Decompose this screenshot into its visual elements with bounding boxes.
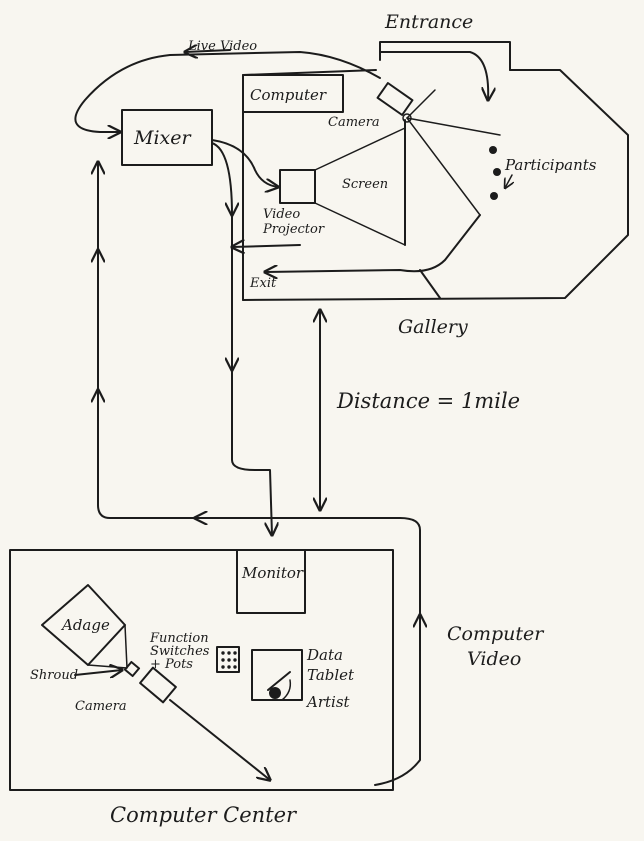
computer-video-label-2: Video <box>467 648 521 670</box>
participants-label: Participants <box>504 156 597 174</box>
video-projector-label-1: Video <box>263 207 300 222</box>
gallery-label: Gallery <box>398 316 468 338</box>
participants-dots <box>489 146 512 200</box>
data-tablet-label-2: Tablet <box>307 666 355 684</box>
adage-label: Adage <box>60 616 110 634</box>
computer-center-label: Computer Center <box>110 803 298 827</box>
data-tablet-label-1: Data <box>306 646 343 664</box>
camera-to-computer-video <box>169 699 270 780</box>
mixer-label: Mixer <box>133 127 192 149</box>
video-projector-label-2: Projector <box>262 222 325 237</box>
video-projector-icon <box>279 169 316 204</box>
entrance-label: Entrance <box>384 11 473 33</box>
live-video-label: Live Video <box>187 39 257 54</box>
distance-label: Distance = 1mile <box>336 389 520 413</box>
computer-center-outline <box>9 549 394 791</box>
function-label-3: + Pots <box>150 657 193 672</box>
center-camera-icon <box>123 660 177 704</box>
projector-beam <box>314 127 406 246</box>
gallery-computer-box <box>242 74 344 113</box>
gallery-camera-icon <box>376 82 414 123</box>
center-camera-label: Camera <box>75 699 127 714</box>
function-switches-icon <box>216 646 240 673</box>
computer-video-path <box>98 162 420 786</box>
monitor-label: Monitor <box>241 564 304 582</box>
exit-label: Exit <box>249 276 277 291</box>
gallery-outline <box>242 69 629 301</box>
mixer-to-monitor <box>211 142 272 535</box>
camera-view-lines <box>406 89 501 216</box>
screen-label: Screen <box>342 177 388 192</box>
function-label-1: Function <box>149 631 209 646</box>
computer-video-label-1: Computer <box>447 623 545 645</box>
function-label-2: Switches <box>150 644 210 659</box>
entrance-path <box>379 41 511 100</box>
mixer-to-projector <box>211 139 278 187</box>
artist-icon <box>267 671 292 701</box>
shroud-label: Shroud <box>30 668 78 683</box>
monitor-box <box>236 549 306 614</box>
gallery-camera-label: Camera <box>328 115 380 130</box>
exit-path <box>232 214 481 272</box>
mixer-box <box>121 109 213 166</box>
artist-label: Artist <box>305 693 351 711</box>
gallery-computer-label: Computer <box>250 86 327 104</box>
live-video-path <box>74 50 381 132</box>
data-tablet-box <box>251 649 303 701</box>
